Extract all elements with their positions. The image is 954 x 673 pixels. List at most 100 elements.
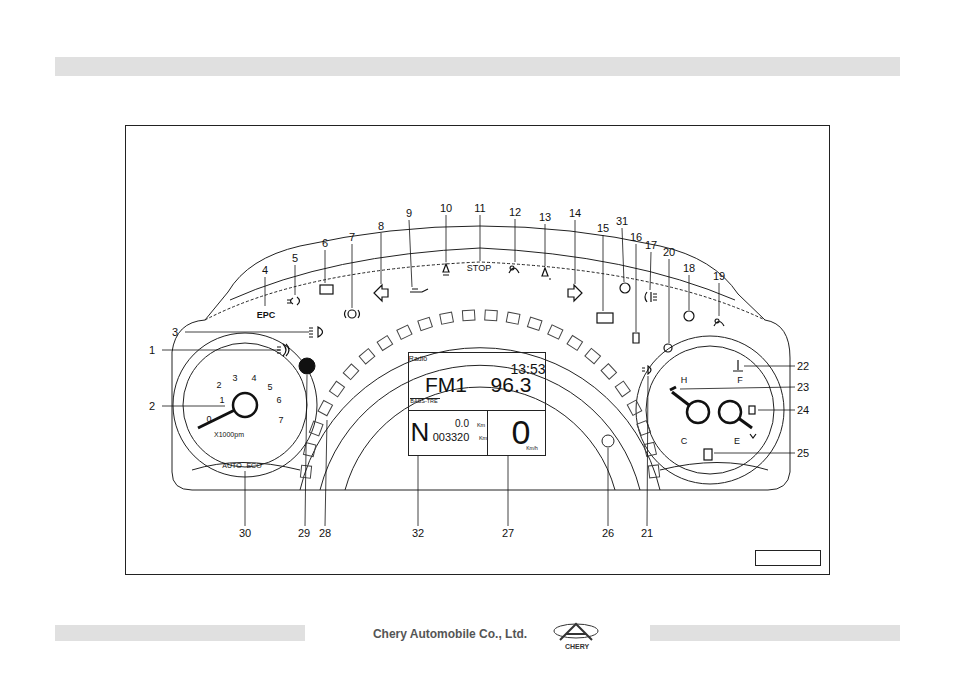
seatbelt-2-icon	[542, 268, 551, 279]
gauge-mark	[670, 387, 676, 390]
speed-segment	[303, 443, 315, 457]
gauge-text: X1000pm	[214, 431, 244, 438]
abs-icon	[684, 311, 694, 321]
brake-pad-icon	[348, 310, 356, 318]
callout-number: 30	[239, 528, 251, 539]
callout-number: 32	[412, 528, 424, 539]
hood-edge	[205, 262, 765, 320]
gauge-text: AUTO	[222, 462, 241, 469]
lcd-divider	[487, 410, 488, 455]
speed-segment	[329, 381, 344, 397]
brake-pad-icon	[345, 310, 360, 318]
gauge-text: 4	[251, 374, 256, 383]
speed-segment	[627, 400, 641, 415]
callout-number: 15	[597, 223, 609, 234]
callout-number: 13	[539, 212, 551, 223]
icon-text: EPC	[257, 311, 276, 320]
callout-number: 4	[262, 265, 268, 276]
callout-number: 8	[378, 221, 384, 232]
callout-number: 24	[797, 405, 809, 416]
speed-segment	[397, 325, 412, 339]
speed-segment	[637, 421, 651, 436]
fuel-pump-icon	[704, 449, 712, 460]
seatbelt-icon	[443, 264, 449, 275]
airbag-icon	[509, 266, 519, 273]
callout-number: 6	[322, 238, 328, 249]
callout-number: 22	[797, 361, 809, 372]
callout-number: 3	[172, 327, 178, 338]
left-turn-icon	[374, 285, 388, 301]
battery-icon	[597, 313, 613, 323]
parking-light-icon	[287, 297, 300, 305]
rear-fog-icon	[645, 292, 657, 302]
speed-segment	[615, 381, 630, 397]
callout-number: 28	[319, 528, 331, 539]
gauge-text: E	[734, 437, 740, 446]
fuel-icon	[749, 406, 755, 414]
callout-number: 5	[292, 253, 298, 264]
header-bar	[55, 57, 900, 76]
speed-segment	[548, 325, 563, 339]
front-fog-icon	[642, 366, 651, 374]
warning-icon	[620, 283, 630, 293]
lcd-text: 003320	[433, 432, 470, 443]
speed-segment	[359, 349, 375, 364]
callout-number: 12	[509, 207, 521, 218]
lcd-text: BASS-TRE	[410, 399, 438, 405]
speedo-arc	[320, 365, 640, 490]
callout-number: 19	[713, 271, 725, 282]
callout-number: 16	[630, 232, 642, 243]
icon-text: STOP	[467, 264, 491, 273]
speed-segment	[567, 335, 583, 350]
callout-number: 25	[797, 448, 809, 459]
gauge-text: F	[737, 376, 743, 385]
speed-segment	[485, 310, 498, 321]
speed-segment	[377, 336, 393, 351]
lcd-text: FM1	[425, 374, 467, 395]
speed-segment	[506, 312, 520, 324]
brake-icon	[664, 344, 672, 352]
speed-segment	[527, 317, 542, 330]
tachometer-dial	[183, 343, 307, 467]
callout-number: 29	[298, 528, 310, 539]
callout-number: 14	[569, 208, 581, 219]
speed-segment	[462, 310, 475, 321]
speedo-arc	[300, 348, 660, 490]
speed-segment	[418, 317, 433, 330]
chery-logo	[554, 624, 598, 638]
footer-bar	[650, 625, 900, 641]
tachometer-bezel	[173, 333, 317, 477]
lcd-text: Km	[477, 423, 485, 429]
oil-icon	[410, 289, 428, 292]
callout-number: 21	[641, 528, 653, 539]
callout-number: 2	[149, 401, 155, 412]
speed-segment	[644, 442, 657, 456]
lcd-text: Km	[479, 436, 487, 442]
callout-number: 7	[349, 232, 355, 243]
speed-segment	[309, 421, 323, 436]
cluster-housing	[172, 226, 790, 490]
needle-hub	[719, 401, 741, 423]
callout-number: 11	[474, 203, 485, 214]
lcd-text: 96.3	[491, 374, 532, 395]
lcd-text: 0	[512, 415, 531, 449]
callout-number: 10	[440, 203, 452, 214]
callout-number: 20	[663, 247, 675, 258]
lcd-display	[409, 353, 546, 456]
immobilizer-icon	[633, 333, 639, 343]
speedo-arc	[345, 387, 615, 490]
indicator-dot	[299, 358, 315, 374]
airbag-2-icon	[714, 319, 724, 326]
footer-text: Chery Automobile Co., Ltd.	[373, 628, 527, 640]
headlight-icon	[309, 327, 323, 337]
gauge-text: H	[681, 376, 688, 385]
gauge-text: 6	[276, 396, 281, 405]
footer-text: CHERY	[565, 643, 589, 650]
lcd-text: Km/h	[526, 446, 538, 451]
engine-icon	[320, 285, 333, 294]
footer-bar	[55, 625, 305, 641]
callout-number: 27	[502, 528, 514, 539]
reset-knob	[602, 435, 614, 447]
callout-number: 9	[406, 208, 412, 219]
gauge-text: 5	[267, 383, 272, 392]
